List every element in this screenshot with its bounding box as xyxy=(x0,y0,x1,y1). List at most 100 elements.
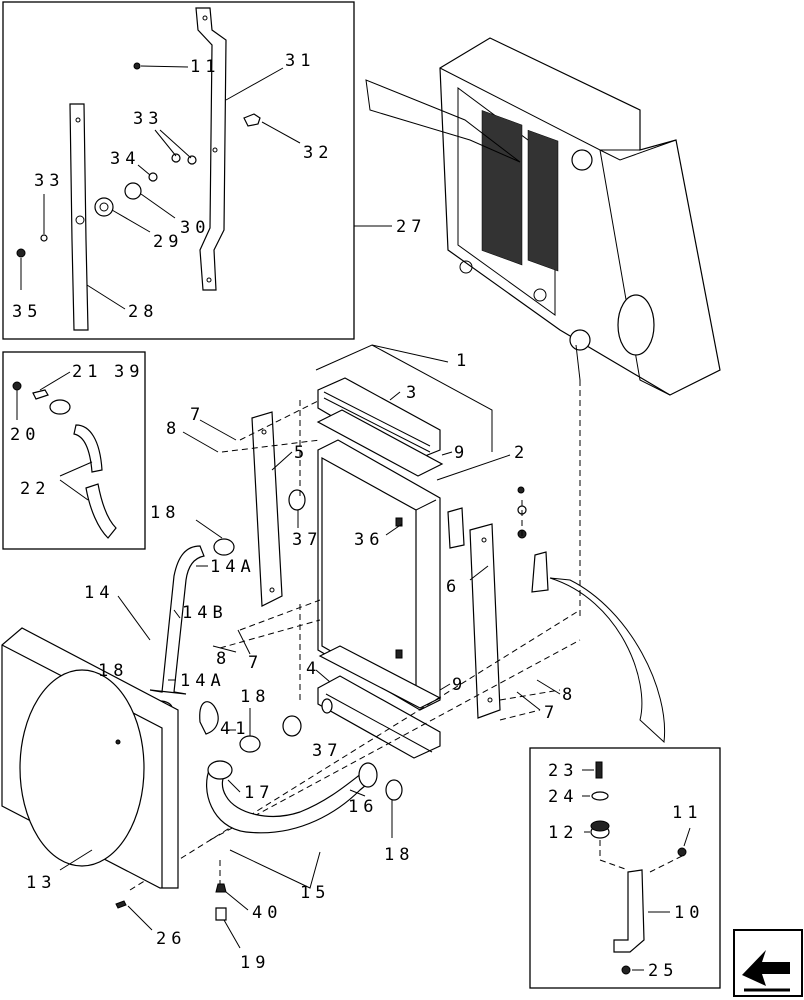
next-page-arrow-icon[interactable] xyxy=(733,929,803,997)
mount-bolt xyxy=(517,486,525,494)
grommet-29 xyxy=(94,197,114,217)
label-5: 5 xyxy=(294,443,309,463)
hose-22-upper xyxy=(73,424,103,473)
nut-35 xyxy=(16,248,26,258)
label-35: 35 xyxy=(12,302,42,322)
washer-33b xyxy=(187,155,197,165)
inset-box-hoses xyxy=(2,351,146,550)
washer-33a xyxy=(171,153,181,163)
clamp-18-upper xyxy=(213,538,235,556)
label-32: 32 xyxy=(303,143,333,163)
bracket-10 xyxy=(613,869,645,953)
bottom-tank-4 xyxy=(317,675,441,759)
gasket-9-top xyxy=(316,409,444,477)
fitting-20 xyxy=(12,381,22,391)
label-12: 12 xyxy=(548,823,578,843)
side-bracket-6 xyxy=(469,523,501,719)
mount-bracket-upper xyxy=(447,507,465,549)
radiator-housing xyxy=(439,37,721,396)
bolt-11 xyxy=(677,847,687,857)
screw-23 xyxy=(595,761,603,779)
label-2: 2 xyxy=(514,443,529,463)
label-7-right: 7 xyxy=(544,703,559,723)
label-14A-lower: 14A xyxy=(180,671,226,691)
label-34: 34 xyxy=(110,149,140,169)
label-6: 6 xyxy=(446,577,461,597)
label-25: 25 xyxy=(648,961,678,981)
clamp-18-far xyxy=(385,779,403,801)
drain-19 xyxy=(215,907,227,921)
mount-bracket-small xyxy=(531,551,549,593)
label-7-mid: 7 xyxy=(248,653,263,673)
label-9-bottom: 9 xyxy=(452,675,467,695)
label-4: 4 xyxy=(306,659,321,679)
label-39: 39 xyxy=(114,362,144,382)
label-18-d: 18 xyxy=(384,845,414,865)
label-14B: 14B xyxy=(182,603,228,623)
label-30: 30 xyxy=(180,218,210,238)
label-18-b: 18 xyxy=(98,661,128,681)
label-24: 24 xyxy=(548,787,578,807)
hose-22-lower xyxy=(85,483,117,539)
label-14A-upper: 14A xyxy=(210,557,256,577)
hose-end-17 xyxy=(207,760,233,780)
side-bracket-5 xyxy=(251,411,283,607)
bracket-28 xyxy=(69,103,89,331)
nut-25 xyxy=(621,965,631,975)
ring-30 xyxy=(124,182,142,200)
hose-14 xyxy=(149,545,205,695)
isolator-12 xyxy=(590,820,610,839)
fitting-40 xyxy=(215,883,227,893)
label-18-c: 18 xyxy=(240,687,270,707)
screw-26 xyxy=(115,900,127,909)
nut-34 xyxy=(148,172,158,182)
label-23: 23 xyxy=(548,761,578,781)
fan-shroud-13 xyxy=(1,627,179,889)
label-8-top: 8 xyxy=(166,419,181,439)
label-18-a: 18 xyxy=(150,503,180,523)
label-15: 15 xyxy=(300,883,330,903)
label-28: 28 xyxy=(128,302,158,322)
label-14: 14 xyxy=(84,583,114,603)
washer-24 xyxy=(591,791,609,801)
inset-box-mount xyxy=(529,747,721,989)
label-33-left: 33 xyxy=(34,171,64,191)
assembly-outline-1 xyxy=(315,344,493,452)
hose-end-16 xyxy=(358,762,378,788)
label-20: 20 xyxy=(10,425,40,445)
radiator-core-2 xyxy=(317,439,441,711)
label-26: 26 xyxy=(156,929,186,949)
label-36: 36 xyxy=(354,530,384,550)
label-31: 31 xyxy=(285,51,315,71)
label-27: 27 xyxy=(396,217,426,237)
fitting-21 xyxy=(32,389,49,400)
label-17: 17 xyxy=(244,783,274,803)
label-8-mid: 8 xyxy=(216,649,231,669)
washer-33c xyxy=(40,234,48,242)
bolt-32 xyxy=(243,113,261,127)
grommet-37-lower xyxy=(282,715,302,737)
label-8-right: 8 xyxy=(562,685,577,705)
ring-39 xyxy=(49,399,71,415)
label-41: 41 xyxy=(220,719,250,739)
label-1: 1 xyxy=(456,351,471,371)
bracket-31 xyxy=(195,7,227,291)
label-16: 16 xyxy=(348,797,378,817)
gasket-9-bottom xyxy=(318,645,442,709)
top-tank-3 xyxy=(317,377,441,463)
label-11-mount: 11 xyxy=(672,803,702,823)
label-33-upper: 33 xyxy=(133,109,163,129)
label-9-top: 9 xyxy=(454,443,469,463)
inset-box-brackets xyxy=(2,1,355,340)
label-37-lower: 37 xyxy=(312,741,342,761)
label-21: 21 xyxy=(72,362,102,382)
callout-ribbon-mount xyxy=(549,577,666,744)
label-10: 10 xyxy=(674,903,704,923)
label-37-upper: 37 xyxy=(292,530,322,550)
strap-41 xyxy=(199,701,219,735)
bolt-11-inset xyxy=(133,62,141,70)
label-22: 22 xyxy=(20,479,50,499)
label-40: 40 xyxy=(252,903,282,923)
hose-16-17 xyxy=(206,767,373,834)
